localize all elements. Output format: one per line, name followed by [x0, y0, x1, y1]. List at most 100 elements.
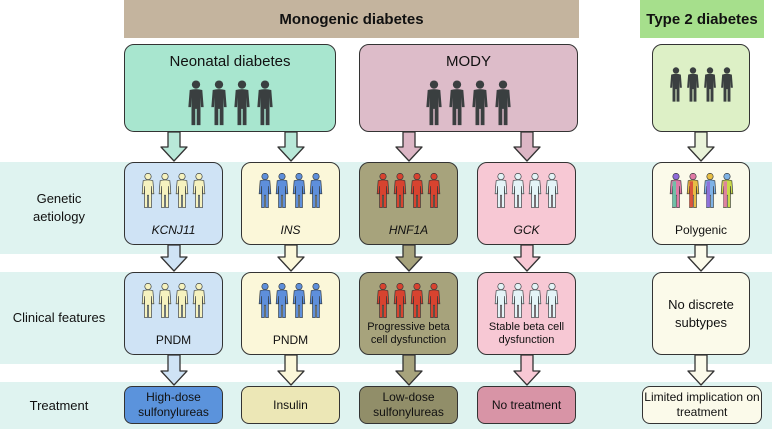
person-icon [141, 283, 155, 318]
gene-label-kcnj11: KCNJ11 [151, 223, 196, 237]
person-icon [511, 283, 525, 318]
person-icon [393, 283, 407, 318]
clinical-label-gck: Stable beta cell dysfunction [488, 321, 565, 346]
gene-label-gck: GCK [513, 223, 540, 237]
person-icon [393, 173, 407, 208]
group-box-mody: MODY [359, 44, 578, 132]
person-icon [376, 283, 390, 318]
gene-box-ins: INS [241, 162, 340, 245]
person-icon [720, 67, 733, 102]
header-type2: Type 2 diabetes [640, 0, 764, 38]
person-icon [275, 173, 289, 208]
person-icon [192, 283, 206, 318]
clinical-box-kcnj11: PNDM [124, 272, 223, 355]
gene-box-gck: GCK [477, 162, 576, 245]
person-icon [472, 80, 488, 126]
header-monogenic: Monogenic diabetes [124, 0, 579, 38]
treatment-label-polygenic: Limited implication on treatment [644, 390, 760, 419]
person-icon [545, 283, 559, 318]
person-icon [158, 173, 172, 208]
clinical-label-ins: PNDM [272, 333, 309, 347]
clinical-box-polygenic: No discrete subtypes [652, 272, 750, 355]
row-label-genetic: Genetic aetiology [32, 191, 86, 224]
header-monogenic-label: Monogenic diabetes [279, 10, 424, 28]
treatment-box-hnf1a: Low-dose sulfonylureas [359, 386, 458, 424]
person-icon [686, 173, 699, 208]
person-icon [410, 173, 424, 208]
gene-label-polygenic: Polygenic [674, 223, 728, 237]
clinical-box-gck: Stable beta cell dysfunction [477, 272, 576, 355]
person-icon [233, 80, 250, 126]
person-icon [528, 173, 542, 208]
person-icon [275, 283, 289, 318]
gene-box-hnf1a: HNF1A [359, 162, 458, 245]
person-icon [256, 80, 273, 126]
gene-label-ins: INS [280, 223, 301, 237]
group-title-mody: MODY [446, 53, 491, 70]
group-title-neonatal: Neonatal diabetes [169, 53, 291, 70]
treatment-box-gck: No treatment [477, 386, 576, 424]
person-icon [175, 173, 189, 208]
person-icon [545, 173, 559, 208]
clinical-box-hnf1a: Progressive beta cell dysfunction [359, 272, 458, 355]
gene-box-polygenic: Polygenic [652, 162, 750, 245]
person-icon [210, 80, 227, 126]
person-icon [258, 173, 272, 208]
treatment-box-polygenic: Limited implication on treatment [642, 386, 762, 424]
person-icon [494, 283, 508, 318]
treatment-box-kcnj11: High-dose sulfonylureas [124, 386, 223, 424]
person-icon [495, 80, 511, 126]
person-icon [376, 173, 390, 208]
person-icon [309, 173, 323, 208]
person-icon [187, 80, 204, 126]
person-icon [669, 173, 682, 208]
clinical-box-ins: PNDM [241, 272, 340, 355]
person-icon [703, 67, 716, 102]
person-icon [309, 283, 323, 318]
person-icon [158, 283, 172, 318]
person-icon [292, 283, 306, 318]
person-icon [141, 173, 155, 208]
treatment-label-ins: Insulin [273, 397, 308, 412]
treatment-box-ins: Insulin [241, 386, 340, 424]
clinical-label-polygenic: No discrete subtypes [668, 296, 734, 330]
person-icon [175, 283, 189, 318]
person-icon [427, 283, 441, 318]
person-icon [426, 80, 442, 126]
row-label-treatment: Treatment [29, 397, 89, 413]
person-icon [686, 67, 699, 102]
header-type2-label: Type 2 diabetes [646, 10, 758, 28]
person-icon [528, 283, 542, 318]
person-icon [494, 173, 508, 208]
treatment-label-hnf1a: Low-dose sulfonylureas [373, 390, 444, 419]
person-icon [703, 173, 716, 208]
treatment-label-gck: No treatment [491, 397, 562, 412]
treatment-label-kcnj11: High-dose sulfonylureas [138, 390, 209, 419]
person-icon [292, 173, 306, 208]
person-icon [410, 283, 424, 318]
gene-box-kcnj11: KCNJ11 [124, 162, 223, 245]
person-icon [258, 283, 272, 318]
person-icon [192, 173, 206, 208]
person-icon [511, 173, 525, 208]
row-label-clinical: Clinical features [12, 310, 106, 325]
person-icon [720, 173, 733, 208]
person-icon [427, 173, 441, 208]
clinical-label-hnf1a: Progressive beta cell dysfunction [367, 321, 450, 346]
gene-label-hnf1a: HNF1A [388, 223, 429, 237]
